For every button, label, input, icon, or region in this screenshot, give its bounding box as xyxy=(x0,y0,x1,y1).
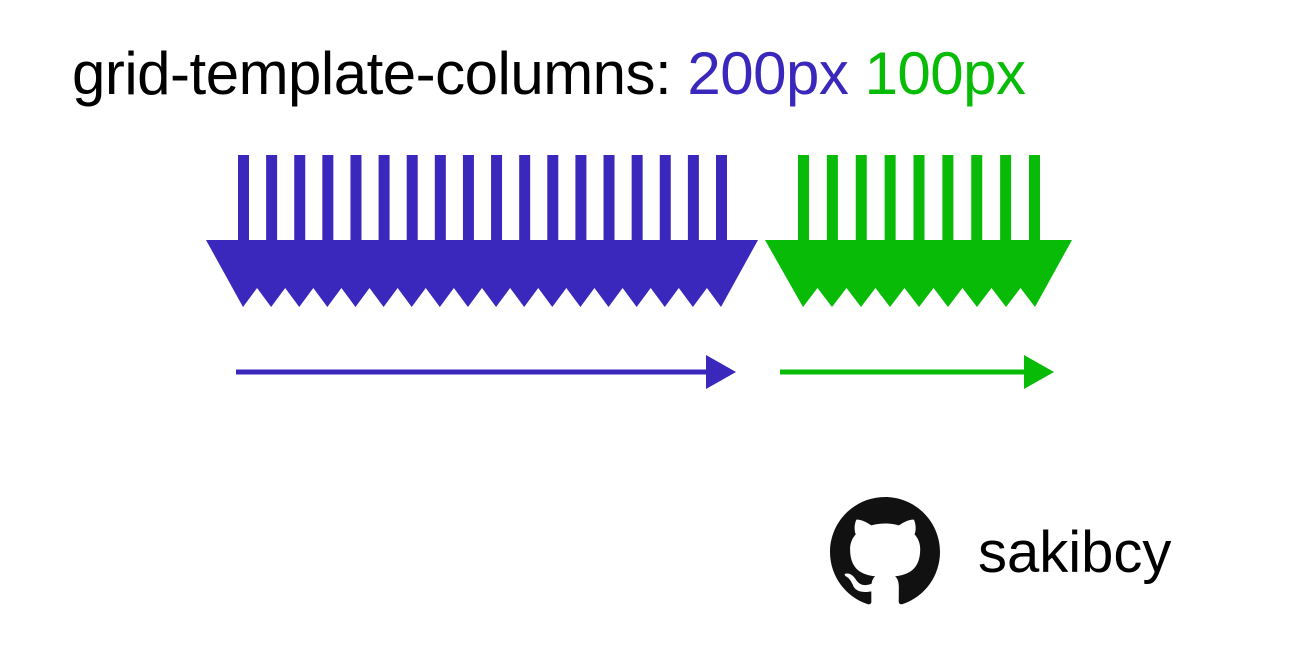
track-1-bar xyxy=(406,155,418,242)
track-1-bar xyxy=(575,155,587,242)
track-1-bar xyxy=(462,155,474,242)
track-1-bar xyxy=(434,155,446,242)
track-2-bar xyxy=(942,155,954,242)
track-2-arrow xyxy=(780,355,1054,389)
title-track-1-size: 200px xyxy=(687,40,849,107)
track-2-bar xyxy=(1000,155,1012,242)
track-1-bar xyxy=(350,155,362,242)
track-2-bar xyxy=(1029,155,1040,242)
author-credit: sakibcy xyxy=(830,497,1171,607)
track-1-bar xyxy=(238,155,249,242)
track-1-bar xyxy=(547,155,559,242)
track-2-column xyxy=(765,155,1072,389)
track-2-arrow-head xyxy=(1024,355,1054,389)
track-2-bar xyxy=(913,155,925,242)
track-1-comb xyxy=(206,240,758,307)
track-1-bar xyxy=(603,155,615,242)
track-1-bar xyxy=(687,155,699,242)
title-track-2-size: 100px xyxy=(864,40,1026,107)
track-1-arrow xyxy=(236,355,736,389)
track-1-bar xyxy=(519,155,531,242)
track-1-bar xyxy=(491,155,503,242)
track-2-bar xyxy=(884,155,896,242)
track-1-bar xyxy=(378,155,390,242)
track-2-bar xyxy=(855,155,867,242)
github-icon[interactable] xyxy=(830,497,940,607)
track-1-bar xyxy=(716,155,727,242)
track-2-bar xyxy=(971,155,983,242)
track-1-bar xyxy=(631,155,643,242)
track-2-bar xyxy=(826,155,838,242)
track-1-column xyxy=(206,155,758,389)
track-2-comb xyxy=(765,240,1072,307)
track-1-bars xyxy=(238,155,727,242)
title-property: grid-template-columns: xyxy=(72,40,672,107)
title: grid-template-columns: 200px 100px xyxy=(72,38,1026,110)
track-2-bar xyxy=(798,155,809,242)
author-handle[interactable]: sakibcy xyxy=(978,519,1172,585)
track-1-bar xyxy=(659,155,671,242)
track-1-bar xyxy=(294,155,306,242)
track-2-bars xyxy=(798,155,1040,242)
track-1-bar xyxy=(266,155,278,242)
track-1-arrow-head xyxy=(706,355,736,389)
track-1-bar xyxy=(322,155,334,242)
